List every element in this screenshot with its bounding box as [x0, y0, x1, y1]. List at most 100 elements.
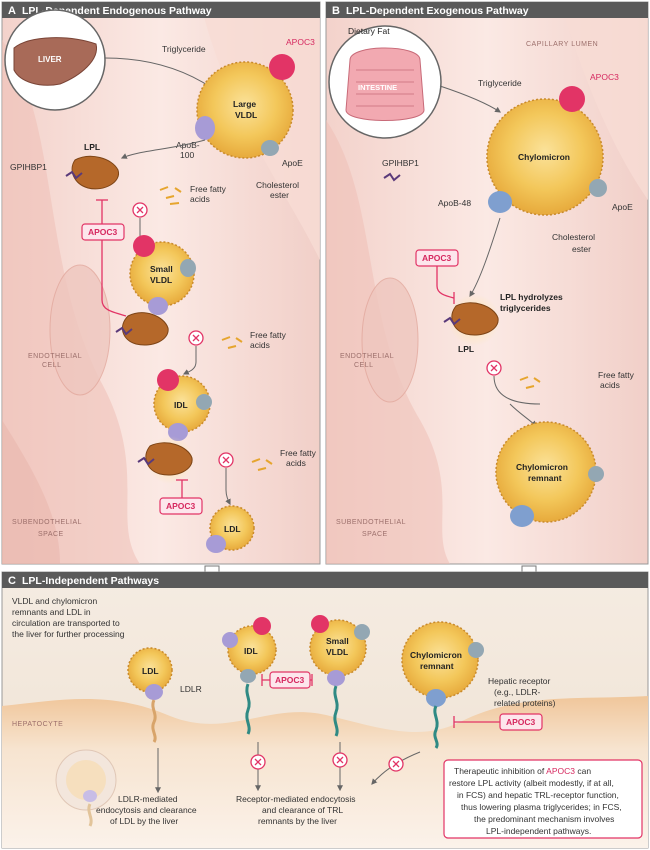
small-vldl-c-label-1: Small: [326, 636, 349, 646]
apoc3-inhibitor-a2-label: APOC3: [166, 501, 196, 511]
ldlr-label: LDLR: [180, 684, 202, 694]
receptor-clearance-line-1: Receptor-mediated endocytosis: [236, 794, 356, 804]
cholesterol-ester-label-a-2: ester: [270, 190, 289, 200]
apoc3-label-a: APOC3: [286, 37, 315, 47]
ffa-label-a2-1: Free fatty: [250, 330, 287, 340]
apoc3-protein: [559, 86, 585, 112]
apob100-label-1: ApoB-: [176, 140, 200, 150]
ldl-particle-a: LDL: [206, 505, 255, 553]
apoc3-inhibitor-a1: [81, 223, 125, 241]
apob100-label-2: 100: [180, 150, 194, 160]
apoc3-inhibitor-c1: [269, 671, 311, 689]
trl-receptor-3: [433, 705, 439, 749]
note-line-5: the predominant mechanism involves: [474, 814, 614, 824]
panel-b-title: LPL-Dependent Exogenous Pathway: [346, 5, 529, 17]
ldl-particle-c: LDL: [127, 647, 173, 700]
apoc3-label-b: APOC3: [590, 72, 619, 82]
endothelial-label-b-1: ENDOTHELIAL: [340, 353, 394, 360]
apob48-protein: [488, 191, 512, 213]
small-vldl-label-1: Small: [150, 264, 173, 274]
small-vldl-c-label-2: VLDL: [326, 647, 348, 657]
hepatocyte-label: HEPATOCYTE: [12, 721, 63, 728]
panel-a-header: [2, 2, 320, 18]
receptor-clearance-line-2: and clearance of TRL: [262, 805, 343, 815]
lpl-label-b: LPL: [458, 344, 474, 354]
idl-label-a: IDL: [174, 400, 188, 410]
panel-a: A LPL-Dependent Endogenous Pathway LIVER…: [1, 1, 321, 565]
endothelial-label-b-2: CELL: [354, 362, 374, 369]
lpl-hydrolyzes-label-2: triglycerides: [500, 303, 551, 313]
note-line-4: thus lowering plasma triglycerides; in F…: [461, 802, 622, 812]
intro-line-1: VLDL and chylomicron: [12, 596, 97, 606]
note-line-3: in FCS) and hepatic TRL-receptor functio…: [457, 790, 619, 800]
ldlr-clearance-line-2: endocytosis and clearance: [96, 805, 197, 815]
large-vldl-particle: Large VLDL: [195, 54, 295, 159]
hepatic-receptor-line-3: related proteins): [494, 698, 556, 708]
receptor-clearance-line-3: remnants by the liver: [258, 816, 337, 826]
ffa-label-a2-2: acids: [250, 340, 270, 350]
ffa-label-a1-1: Free fatty: [190, 184, 227, 194]
apob100-protein: [195, 116, 215, 140]
ldlr-receptor: [151, 699, 157, 743]
intestine-icon: [345, 47, 425, 121]
apoc3-inhibitor-c2-label: APOC3: [506, 717, 536, 727]
ldl-label-a: LDL: [224, 524, 241, 534]
chylomicron-remnant-c-label-2: remnant: [420, 661, 454, 671]
ffa-label-a3-1: Free fatty: [280, 448, 317, 458]
apoc3-inhibitor-c1-label: APOC3: [275, 675, 305, 685]
large-vldl-label-2: VLDL: [235, 110, 257, 120]
apob48-label: ApoB-48: [438, 198, 471, 208]
ldl-label-c: LDL: [142, 666, 159, 676]
dietary-fat-label: Dietary Fat: [348, 26, 390, 36]
lpl-enzyme-2: [121, 312, 169, 346]
liver-icon: [13, 37, 97, 86]
intro-line-3: circulation are transported to: [12, 618, 120, 628]
apoc3-inhibitor-a1-label: APOC3: [88, 227, 118, 237]
endothelial-label-a-1: ENDOTHELIAL: [28, 353, 82, 360]
chylomicron-remnant-label-2: remnant: [528, 473, 562, 483]
therapeutic-note-box: [443, 759, 643, 839]
small-vldl-particle-c: Small VLDL: [309, 615, 370, 686]
intro-line-4: the liver for further processing: [12, 629, 125, 639]
panel-c: C LPL-Independent Pathways VLDL and chyl…: [1, 571, 649, 849]
apoc3-inhibitor-c2: [499, 713, 543, 731]
idl-particle-c: IDL: [222, 617, 277, 683]
cholesterol-ester-label-a-1: Cholesterol: [256, 180, 299, 190]
apoe-protein: [261, 140, 279, 156]
panel-c-title: LPL-Independent Pathways: [22, 575, 159, 587]
gpihbp1-label-b: GPIHBP1: [382, 158, 419, 168]
subendothelial-label-a-1: SUBENDOTHELIAL: [12, 519, 82, 526]
panel-b-letter: B: [332, 5, 340, 17]
panel-b: B LPL-Dependent Exogenous Pathway Dietar…: [325, 1, 649, 565]
endothelial-label-a-2: CELL: [42, 362, 62, 369]
hepatic-receptor-line-1: Hepatic receptor: [488, 676, 551, 686]
panel-a-letter: A: [8, 5, 16, 17]
chylomicron-remnant-c-label-1: Chylomicron: [410, 650, 462, 660]
intro-line-2: remnants and LDL in: [12, 607, 91, 617]
ffa-label-b-1: Free fatty: [598, 370, 635, 380]
chylomicron-remnant-c: Chylomicron remnant: [401, 621, 484, 707]
cholesterol-ester-label-b-1: Cholesterol: [552, 232, 595, 242]
note-line-1: Therapeutic inhibition of APOC3 can: [454, 766, 591, 776]
ffa-label-a1-2: acids: [190, 194, 210, 204]
triglyceride-label-a: Triglyceride: [162, 44, 206, 54]
panel-c-header: [2, 572, 648, 588]
cholesterol-ester-label-b-2: ester: [572, 244, 591, 254]
lpl-label-a: LPL: [84, 142, 100, 152]
large-vldl-label-1: Large: [233, 99, 256, 109]
small-vldl-label-2: VLDL: [150, 275, 172, 285]
small-vldl-particle: Small VLDL: [129, 235, 196, 315]
chylomicron-remnant-particle: Chylomicron remnant: [495, 421, 604, 527]
trl-receptor-1: [245, 683, 251, 735]
apoe-label-b: ApoE: [612, 202, 633, 212]
chylomicron-label: Chylomicron: [518, 152, 570, 162]
subendothelial-label-a-2: SPACE: [38, 531, 64, 538]
apoc3-protein: [269, 54, 295, 80]
trl-receptor-2: [333, 685, 339, 737]
subendothelial-label-b-2: SPACE: [362, 531, 388, 538]
chylomicron-particle: Chylomicron: [486, 86, 607, 216]
ldlr-clearance-line-3: of LDL by the liver: [110, 816, 178, 826]
gpihbp1-anchor-1: [65, 170, 83, 180]
ldlr-clearance-line-1: LDLR-mediated: [118, 794, 178, 804]
gpihbp1-label-a: GPIHBP1: [10, 162, 47, 172]
